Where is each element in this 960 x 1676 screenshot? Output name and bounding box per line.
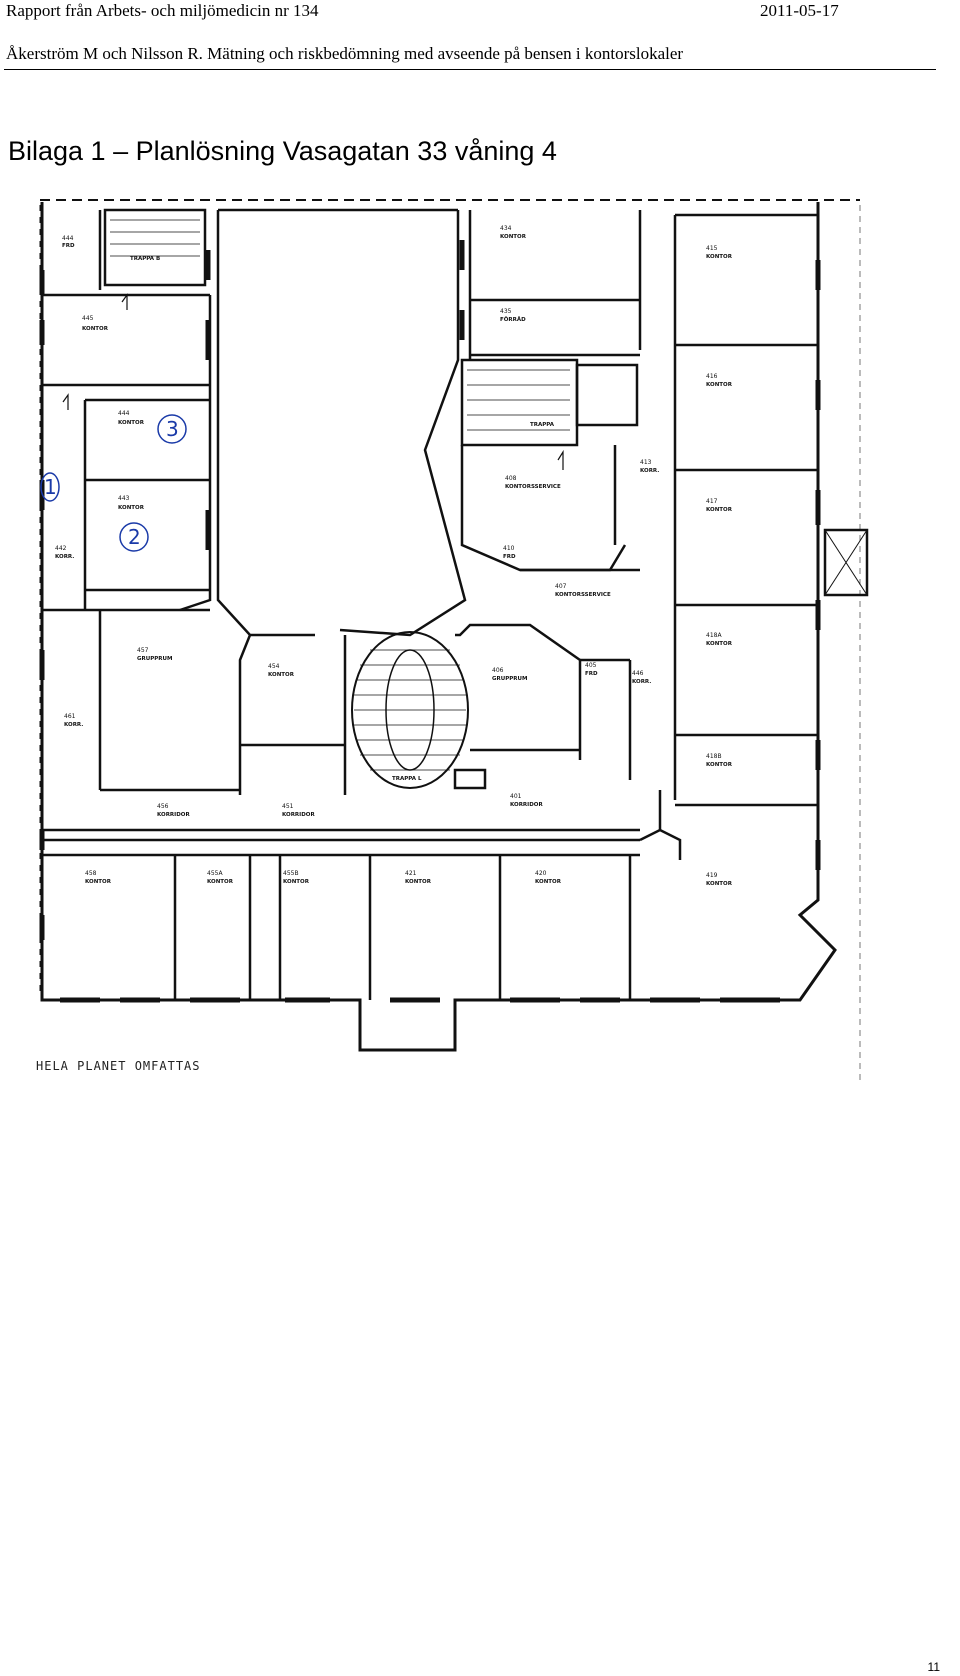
- room-417-number: 417: [706, 498, 718, 505]
- room-406-name: GRUPPRUM: [492, 676, 527, 682]
- room-413-number: 413: [640, 459, 652, 466]
- room-420-name: KONTOR: [535, 879, 562, 885]
- room-445-number: 445: [82, 315, 94, 322]
- stair-l-label: TRAPPA L: [392, 776, 422, 782]
- room-418a-name: KONTOR: [706, 641, 733, 647]
- room-454-name: KONTOR: [268, 672, 295, 678]
- room-443-number: 443: [118, 495, 130, 502]
- floor-plan: 444 FRD 445 KONTOR 444 KONTOR 443 KONTOR…: [36, 199, 869, 1080]
- room-455a-name: KONTOR: [207, 879, 234, 885]
- room-444-kontor-name: KONTOR: [118, 420, 145, 426]
- room-444-frd-number: 444: [62, 235, 74, 242]
- room-418b-number: 418B: [706, 753, 722, 760]
- mark-3-circle: [157, 414, 187, 444]
- room-435-number: 435: [500, 308, 512, 315]
- room-421-name: KONTOR: [405, 879, 432, 885]
- room-418a-number: 418A: [706, 632, 722, 639]
- room-418b-name: KONTOR: [706, 762, 733, 768]
- room-455a-number: 455A: [207, 870, 223, 877]
- mark-1-circle: [40, 472, 60, 502]
- room-442-name: KORR.: [55, 554, 74, 560]
- room-410-number: 410: [503, 545, 515, 552]
- room-455b-number: 455B: [283, 870, 299, 877]
- room-461-number: 461: [64, 713, 76, 720]
- room-421-number: 421: [405, 870, 417, 877]
- page-number: 11: [927, 1660, 940, 1674]
- stair-label: TRAPPA: [530, 422, 555, 428]
- mark-1: 1: [44, 475, 57, 499]
- room-406-number: 406: [492, 667, 504, 674]
- room-408-number: 408: [505, 475, 517, 482]
- room-405-name: FRD: [585, 671, 598, 677]
- room-401-number: 401: [510, 793, 522, 800]
- room-458-name: KONTOR: [85, 879, 112, 885]
- room-445-name: KONTOR: [82, 326, 109, 332]
- room-408-name: KONTORSSERVICE: [505, 484, 561, 490]
- floorplan-footer-note: HELA PLANET OMFATTAS: [36, 1059, 201, 1073]
- room-443-name: KONTOR: [118, 505, 145, 511]
- room-435-name: FÖRRÅD: [500, 316, 526, 323]
- room-407-number: 407: [555, 583, 567, 590]
- room-419-number: 419: [706, 872, 718, 879]
- room-458-number: 458: [85, 870, 97, 877]
- room-455b-name: KONTOR: [283, 879, 310, 885]
- room-456-number: 456: [157, 803, 169, 810]
- arrow-up-icon: [121, 293, 128, 310]
- mark-3: 3: [166, 417, 179, 441]
- room-413-name: KORR.: [640, 468, 659, 474]
- room-407-name: KONTORSSERVICE: [555, 592, 611, 598]
- stair-b-label: TRAPPA B: [130, 256, 160, 262]
- room-420-number: 420: [535, 870, 547, 877]
- header-rule: [4, 69, 936, 70]
- room-401-name: KORRIDOR: [510, 802, 543, 808]
- room-405-number: 405: [585, 662, 597, 669]
- report-series-header: Rapport från Arbets- och miljömedicin nr…: [6, 1, 319, 20]
- room-451-name: KORRIDOR: [282, 812, 315, 818]
- room-457-name: GRUPPRUM: [137, 656, 172, 662]
- room-456-name: KORRIDOR: [157, 812, 190, 818]
- room-415-name: KONTOR: [706, 254, 733, 260]
- mark-2-circle: [119, 522, 149, 552]
- room-410-name: FRD: [503, 554, 516, 560]
- mark-2: 2: [128, 525, 141, 549]
- arrow-up-icon: [557, 449, 564, 470]
- room-446-name: KORR.: [632, 679, 651, 685]
- room-461-name: KORR.: [64, 722, 83, 728]
- report-date: 2011-05-17: [760, 1, 839, 20]
- report-authors-title: Åkerström M och Nilsson R. Mätning och r…: [6, 44, 684, 63]
- arrow-up-icon: [62, 393, 69, 410]
- room-451-number: 451: [282, 803, 294, 810]
- room-454-number: 454: [268, 663, 280, 670]
- room-434-name: KONTOR: [500, 234, 527, 240]
- room-444-kontor-number: 444: [118, 410, 130, 417]
- room-416-number: 416: [706, 373, 718, 380]
- room-415-number: 415: [706, 245, 718, 252]
- room-434-number: 434: [500, 225, 512, 232]
- page-title: Bilaga 1 – Planlösning Vasagatan 33 våni…: [8, 136, 557, 166]
- room-417-name: KONTOR: [706, 507, 733, 513]
- room-457-number: 457: [137, 647, 149, 654]
- room-442-number: 442: [55, 545, 67, 552]
- room-444-frd-name: FRD: [62, 243, 75, 249]
- room-416-name: KONTOR: [706, 382, 733, 388]
- room-419-name: KONTOR: [706, 881, 733, 887]
- room-446-number: 446: [632, 670, 644, 677]
